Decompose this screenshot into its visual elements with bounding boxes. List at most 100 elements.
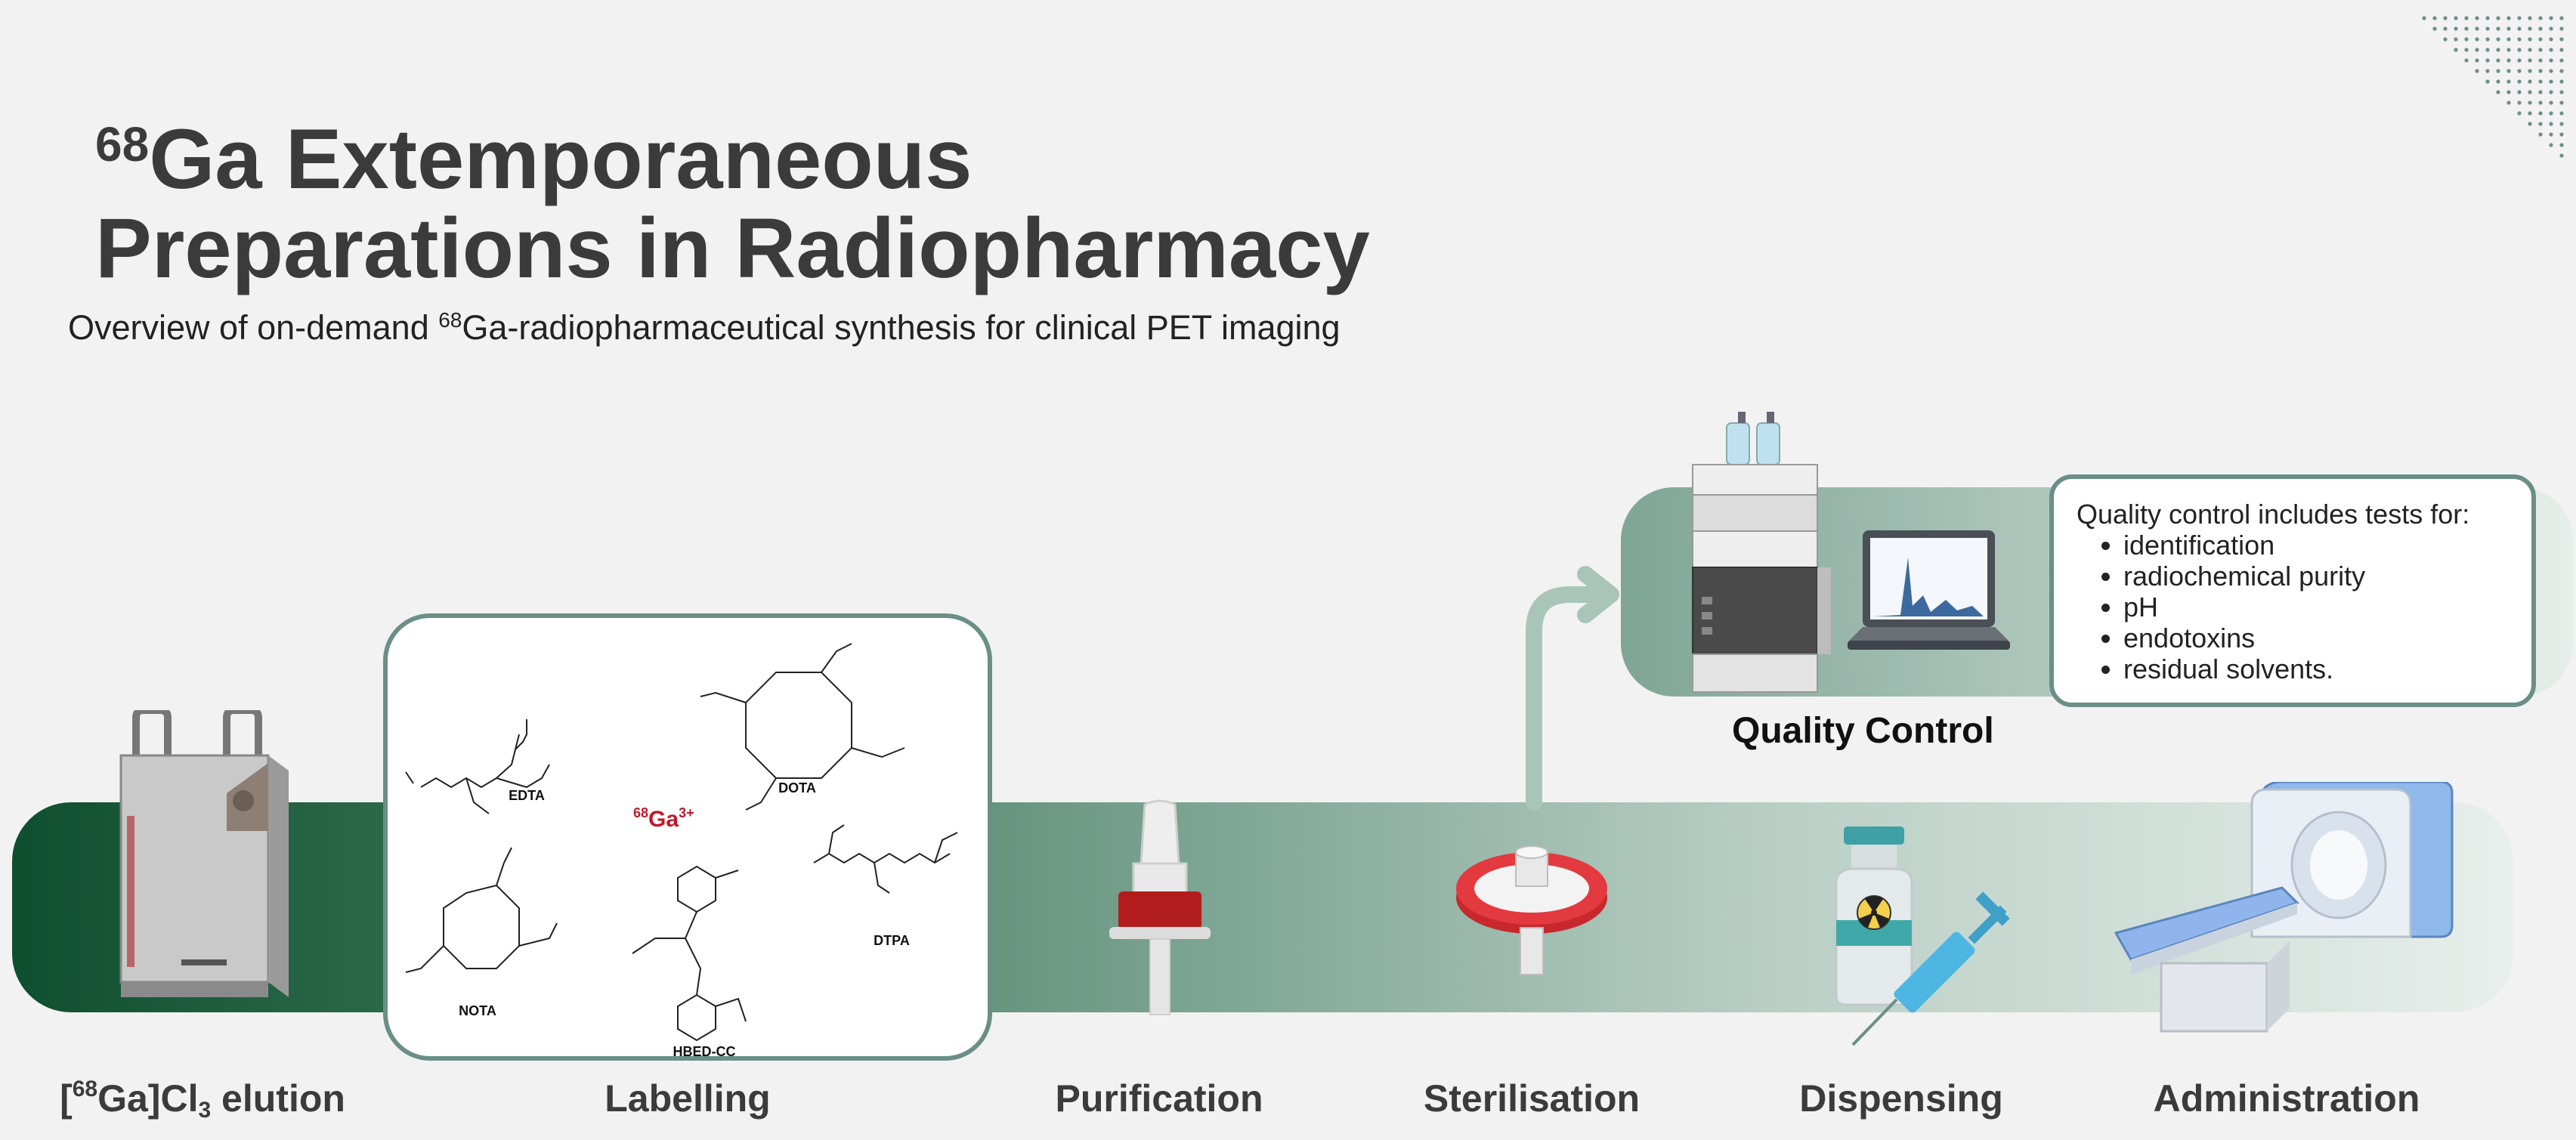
qc-test-item: radiochemical purity: [2123, 561, 2509, 592]
grid-dot: [2475, 37, 2479, 42]
labelling-panel: [383, 613, 992, 1061]
grid-dot: [2454, 37, 2458, 42]
grid-dot: [2464, 37, 2469, 42]
grid-dot: [2432, 26, 2437, 31]
grid-dot: [2549, 16, 2553, 20]
grid-dot: [2528, 69, 2532, 73]
grid-dot: [2517, 79, 2522, 84]
dota-structure: [700, 643, 905, 811]
hplc-icon: [1692, 412, 1831, 693]
grid-dot: [2559, 122, 2564, 126]
chelator-structures: [405, 643, 958, 1042]
grid-dot: [2538, 48, 2543, 52]
grid-dot: [2549, 26, 2553, 31]
grid-dot: [2485, 26, 2490, 31]
grid-dot: [2496, 69, 2500, 73]
grid-dot: [2517, 100, 2522, 105]
grid-dot: [2538, 132, 2543, 137]
step-label-purification: Purification: [1055, 1077, 1263, 1120]
ion-mass: 68: [633, 805, 649, 820]
grid-dot: [2517, 48, 2522, 52]
grid-dot: [2506, 79, 2511, 84]
grid-dot: [2475, 69, 2479, 73]
grid-dot: [2422, 16, 2426, 20]
grid-dot: [2528, 48, 2532, 52]
grid-dot: [2464, 26, 2469, 31]
elution-mass-number: 68: [72, 1077, 98, 1101]
grid-dot: [2538, 69, 2543, 73]
chelator-name-dota: DOTA: [778, 780, 816, 796]
title-line1: Ga Extemporaneous: [149, 112, 973, 206]
grid-dot: [2528, 26, 2532, 31]
grid-dot: [2549, 111, 2553, 116]
gallium-ion-label: 68Ga3+: [633, 805, 694, 833]
grid-dot: [2517, 69, 2522, 73]
grid-dot: [2559, 26, 2564, 31]
chelator-name-nota: NOTA: [459, 1003, 496, 1018]
grid-dot: [2538, 90, 2543, 94]
grid-dot: [2506, 69, 2511, 73]
grid-dot: [2506, 37, 2511, 42]
grid-dot: [2475, 16, 2479, 20]
page-subtitle: Overview of on-demand 68Ga-radiopharmace…: [68, 308, 1341, 348]
grid-dot: [2549, 58, 2553, 63]
grid-dot: [2496, 48, 2500, 52]
arrow-icon: [1526, 566, 1619, 811]
grid-dot: [2506, 26, 2511, 31]
grid-dot: [2549, 69, 2553, 73]
grid-dot: [2538, 16, 2543, 20]
subtitle-before: Overview of on-demand: [68, 308, 439, 347]
syringe-filter-icon: [1109, 799, 1211, 1015]
grid-dot: [2506, 90, 2511, 94]
grid-dot: [2496, 16, 2500, 20]
pet-scanner-icon: [2114, 782, 2454, 1033]
grid-dot: [2559, 79, 2564, 84]
grid-dot: [2559, 153, 2564, 158]
grid-dot: [2485, 37, 2490, 42]
laptop-chromatogram-icon: [1848, 530, 2010, 650]
grid-dot: [2538, 122, 2543, 126]
grid-dot: [2485, 79, 2490, 84]
ion-symbol: Ga: [648, 807, 679, 832]
grid-dot: [2517, 37, 2522, 42]
step-label-dispensing: Dispensing: [1799, 1077, 2003, 1120]
subtitle-after: Ga-radiopharmaceutical synthesis for cli…: [462, 308, 1341, 347]
grid-dot: [2496, 37, 2500, 42]
step-label-administration: Administration: [2153, 1077, 2420, 1120]
syringe-icon: [1851, 891, 2010, 1046]
step-label-labelling: Labelling: [605, 1077, 771, 1120]
grid-dot: [2443, 37, 2448, 42]
hbed-cc-structure: [632, 865, 747, 1042]
grid-dot: [2559, 90, 2564, 94]
grid-dot: [2538, 37, 2543, 42]
grid-dot: [2454, 16, 2458, 20]
grid-dot: [2464, 48, 2469, 52]
grid-dot: [2496, 26, 2500, 31]
grid-dot: [2432, 16, 2437, 20]
grid-dot: [2475, 58, 2479, 63]
elution-element: Ga]Cl: [97, 1077, 199, 1120]
grid-dot: [2443, 26, 2448, 31]
step-label-sterilisation: Sterilisation: [1423, 1077, 1641, 1120]
grid-dot: [2549, 90, 2553, 94]
grid-dot: [2496, 79, 2500, 84]
grid-dot: [2528, 16, 2532, 20]
grid-dot: [2559, 16, 2564, 20]
grid-dot: [2496, 58, 2500, 63]
membrane-filter-icon: [1456, 845, 1607, 975]
grid-dot: [2559, 111, 2564, 116]
grid-dot: [2538, 58, 2543, 63]
grid-dot: [2549, 79, 2553, 84]
qc-tests-box: Quality control includes tests for: iden…: [2049, 474, 2536, 707]
qc-intro: Quality control includes tests for:: [2077, 499, 2470, 530]
grid-dot: [2506, 16, 2511, 20]
grid-dot: [2475, 26, 2479, 31]
grid-dot: [2443, 16, 2448, 20]
grid-dot: [2517, 111, 2522, 116]
grid-dot: [2549, 100, 2553, 105]
grid-dot: [2549, 143, 2553, 147]
grid-dot: [2475, 48, 2479, 52]
grid-dot: [2559, 48, 2564, 52]
grid-dot: [2528, 111, 2532, 116]
chelator-name-hbed-cc: HBED-CC: [673, 1044, 736, 1059]
